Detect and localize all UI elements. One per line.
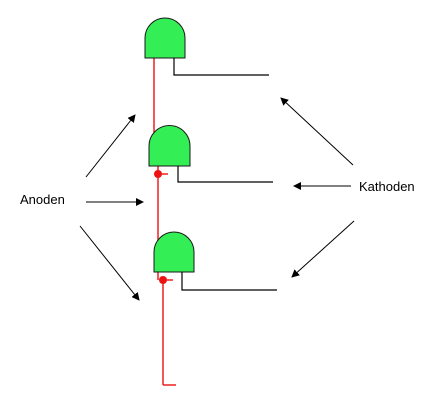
anode-arrow-up: [85, 114, 136, 178]
anode-arrow-down: [79, 225, 140, 301]
anode-arrows: [79, 114, 144, 301]
anodes-label: Anoden: [20, 192, 65, 207]
cathodes-label: Kathoden: [359, 179, 415, 194]
cathode-arrow-up: [280, 97, 354, 166]
led-1: [144, 17, 269, 76]
cathode-arrows: [280, 97, 355, 278]
cathode-arrow-down: [291, 220, 355, 278]
anode-wire: [153, 58, 176, 386]
led-3: [153, 231, 277, 291]
led-2: [148, 125, 273, 183]
anode-junction-2: [159, 276, 173, 284]
anode-junction-1: [154, 170, 168, 178]
